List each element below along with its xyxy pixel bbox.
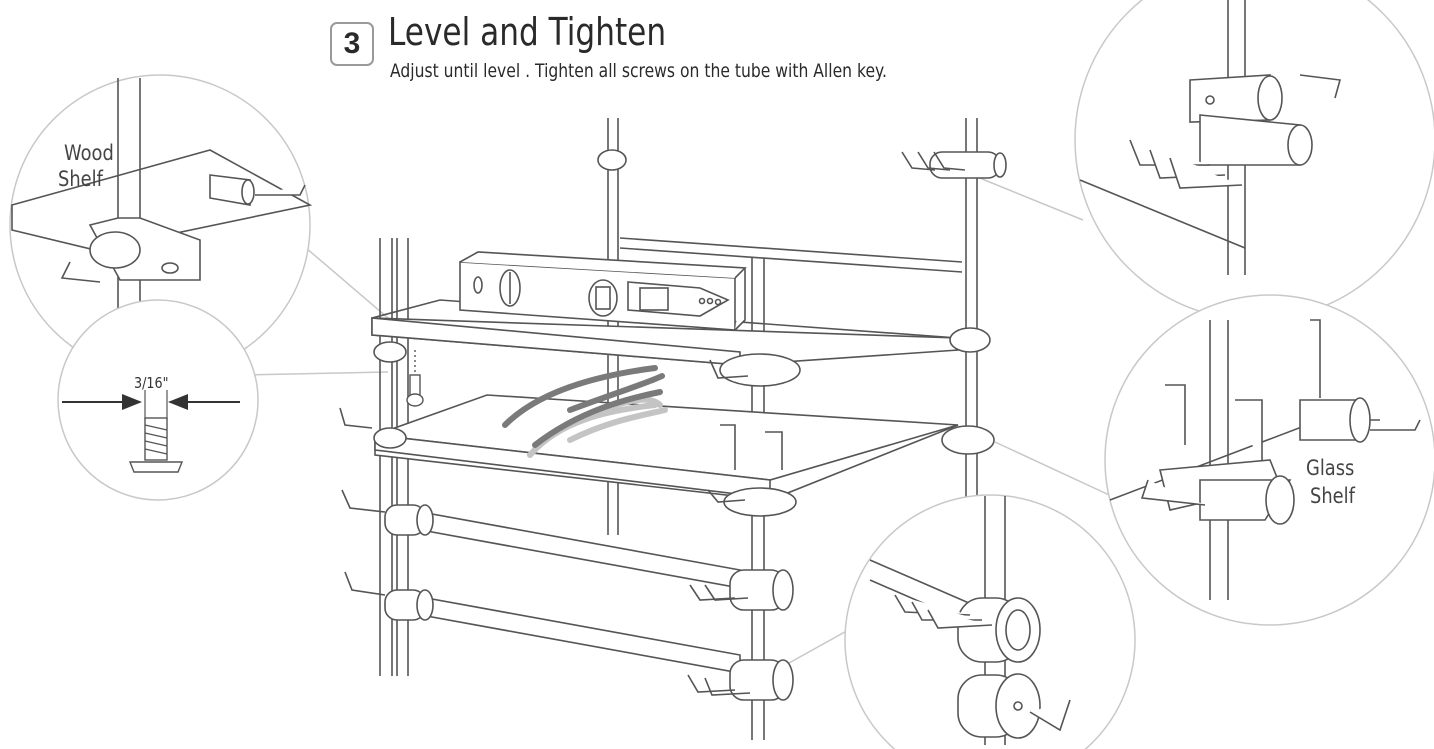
wood-shelf-detail (9, 74, 313, 376)
screw-detail (57, 299, 259, 501)
towel-bars (409, 509, 741, 674)
spirit-level (459, 251, 747, 331)
glass-shelf (374, 394, 959, 501)
tube-connectors (373, 149, 1007, 701)
step-number-badge: 3 (330, 22, 374, 66)
hand-drawing (502, 365, 668, 458)
small-screw (406, 350, 424, 407)
glass-shelf-detail (1104, 294, 1434, 626)
towel-bar-connector-detail (844, 494, 1136, 749)
wood-shelf-label-line1: Wood (64, 141, 114, 165)
step-instruction: Adjust until level . Tighten all screws … (390, 60, 888, 82)
glass-shelf-label-line1: Glass (1306, 456, 1355, 480)
top-connector-detail (1074, 0, 1434, 321)
wood-shelf-label-line2: Shelf (58, 167, 103, 191)
glass-shelf-label-line2: Shelf (1310, 484, 1355, 508)
screw-size-label: 3/16" (134, 374, 169, 392)
step-title: Level and Tighten (388, 10, 667, 54)
allen-keys (339, 151, 966, 696)
